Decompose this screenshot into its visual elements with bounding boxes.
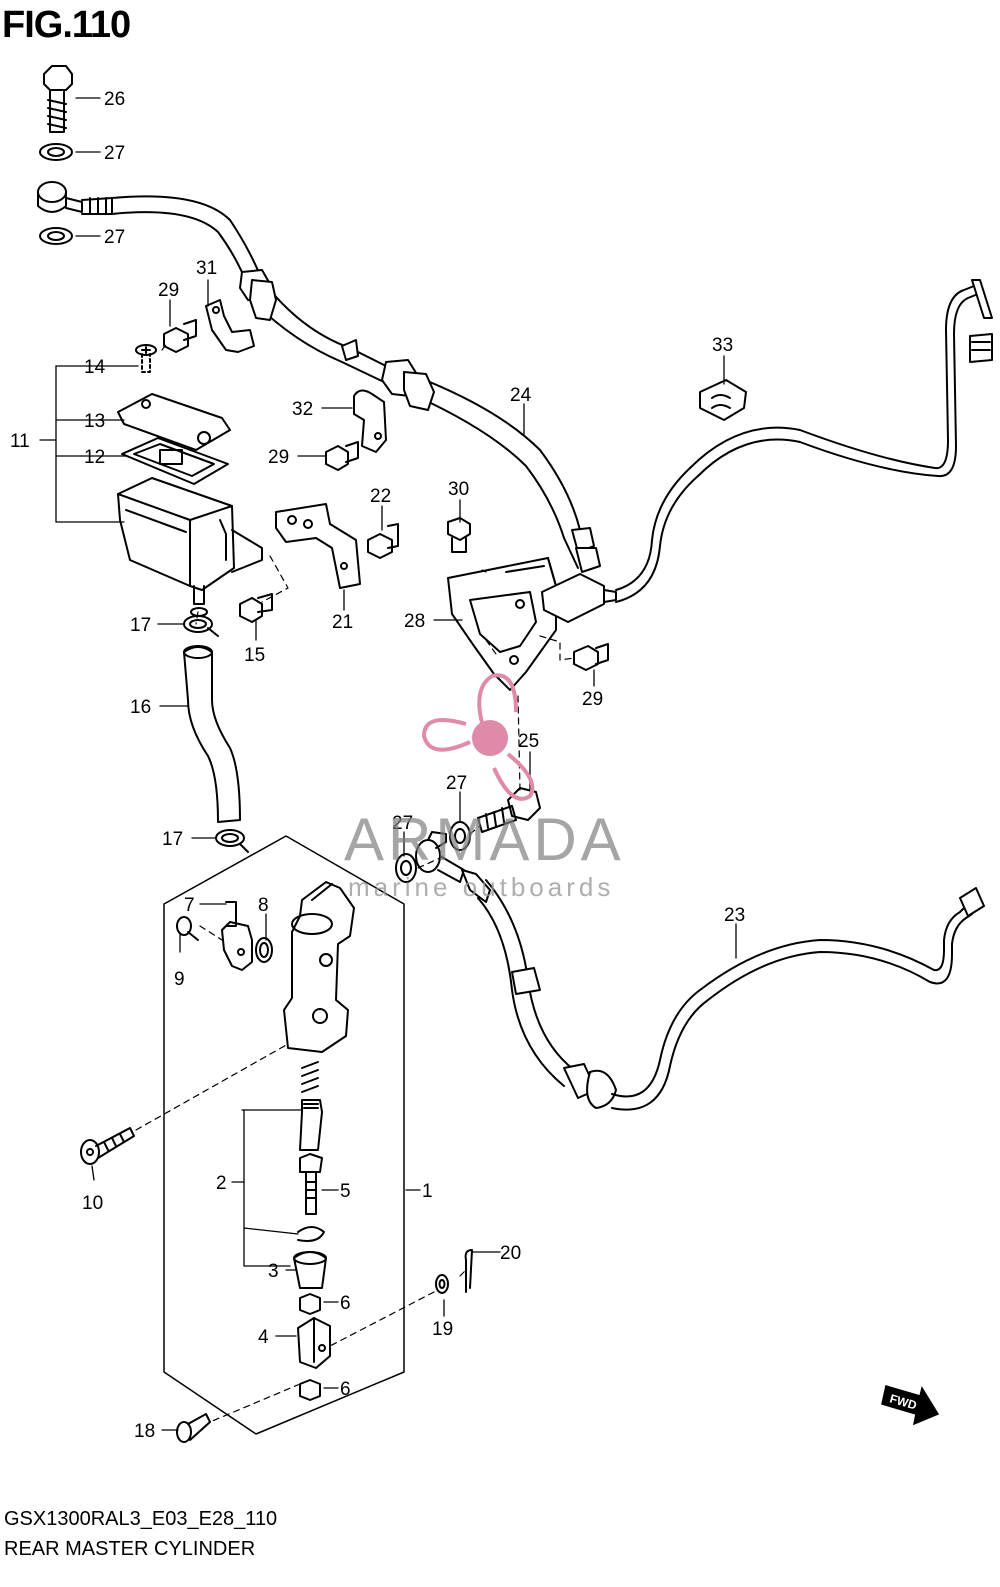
fig-title: FIG.110	[2, 4, 131, 46]
watermark-tagline: marine outboards	[348, 872, 614, 902]
part-33-pipe-clamp	[699, 379, 747, 421]
callout-26: 26	[104, 89, 125, 110]
part-29-bolt-a	[163, 319, 197, 353]
callout-10: 10	[82, 1193, 103, 1214]
callout-29-a: 29	[158, 280, 179, 301]
callout-13: 13	[84, 411, 105, 432]
part-18-clevis-pin	[176, 1413, 211, 1443]
callout-20: 20	[500, 1243, 521, 1264]
callout-5: 5	[340, 1181, 351, 1202]
part-9-screw	[176, 916, 199, 941]
callout-19: 19	[432, 1319, 453, 1340]
callout-14: 14	[84, 357, 106, 378]
part-21-bracket	[275, 503, 361, 589]
assembly-lines	[135, 341, 575, 1423]
master-cylinder-outline	[163, 835, 405, 1435]
part-22-bolt	[367, 523, 399, 559]
part-5-push-rod	[299, 1153, 323, 1215]
part-28-bracket	[447, 557, 557, 691]
leader-lines	[39, 97, 737, 1431]
part-6-nut-upper	[299, 1293, 321, 1315]
part-2-circlip	[297, 1226, 325, 1242]
callout-16: 16	[130, 697, 151, 718]
part-10-bolt	[80, 1127, 135, 1165]
callout-2: 2	[216, 1173, 227, 1194]
propeller-logo-icon	[421, 673, 535, 801]
callout-21: 21	[332, 612, 353, 633]
callout-15: 15	[244, 645, 265, 666]
banjo-fitting-top	[37, 181, 113, 215]
part-27-washer-d	[395, 853, 417, 883]
pipe-joint-block	[541, 573, 617, 623]
part-16-reservoir-hose	[183, 645, 241, 823]
callout-8: 8	[258, 895, 269, 916]
part-29-bolt-b	[325, 441, 359, 471]
callout-22: 22	[370, 486, 391, 507]
master-cylinder-body	[283, 881, 355, 1053]
callout-6-b: 6	[340, 1379, 351, 1400]
callout-29-b: 29	[268, 447, 289, 468]
part-19-washer	[435, 1274, 449, 1294]
part-23-brake-hose	[461, 869, 617, 1109]
diagram-subtitle: REAR MASTER CYLINDER	[4, 1538, 256, 1560]
callout-6-a: 6	[340, 1293, 351, 1314]
callout-27-c: 27	[446, 773, 467, 794]
part-29-bolt-c	[573, 643, 609, 671]
brake-pipe-lower	[611, 887, 985, 1111]
callout-27-b: 27	[104, 227, 125, 248]
model-code: GSX1300RAL3_E03_E28_110	[4, 1508, 278, 1530]
banjo-fitting-lower	[415, 831, 465, 883]
armada-watermark: ARMADA marine outboards	[344, 673, 625, 902]
part-17-clip-lower	[215, 829, 249, 853]
callout-33: 33	[712, 335, 733, 356]
part-3-boot	[293, 1251, 327, 1289]
part-6-nut-lower	[299, 1379, 321, 1401]
callout-27-a: 27	[104, 143, 125, 164]
part-27-washer-top	[39, 143, 73, 161]
watermark-name: ARMADA	[344, 806, 625, 873]
callout-25: 25	[518, 731, 539, 752]
part-8-o-ring	[255, 937, 273, 963]
part-2-piston-assembly	[299, 1061, 323, 1151]
part-7-fitting	[221, 901, 253, 971]
callout-28: 28	[404, 611, 425, 632]
brake-pipe-upper	[615, 279, 993, 603]
part-13-reservoir-cap	[117, 393, 231, 451]
part-4-clevis	[297, 1317, 331, 1369]
callout-3: 3	[268, 1261, 279, 1282]
callout-32: 32	[292, 399, 313, 420]
callout-9: 9	[174, 969, 185, 990]
callout-4: 4	[258, 1327, 269, 1348]
part-24-brake-hose	[111, 195, 601, 573]
callout-24: 24	[510, 385, 532, 406]
callout-1: 1	[422, 1181, 433, 1202]
part-27-washer-c	[449, 821, 471, 851]
fwd-direction-badge: FWD	[881, 1385, 940, 1426]
callout-12: 12	[84, 447, 105, 468]
part-11-reservoir-body	[117, 477, 263, 617]
part-15-bolt	[239, 593, 273, 623]
part-17-clip-upper	[183, 615, 219, 637]
callout-7: 7	[184, 895, 195, 916]
callout-27-d: 27	[392, 813, 413, 834]
part-14-screw	[135, 344, 157, 373]
callout-18: 18	[134, 1421, 155, 1442]
part-20-cotter-pin	[464, 1249, 473, 1293]
part-27-washer-lower	[39, 227, 73, 245]
part-30-bolt	[447, 517, 471, 553]
part-31-hose-clamp	[205, 299, 255, 353]
part-26-union-bolt	[43, 65, 73, 133]
callout-labels: 26 27 27 31 29 14 13 11 12 32 29 24 33 2…	[10, 89, 745, 1442]
callout-17-a: 17	[130, 615, 151, 636]
part-12-diaphragm	[121, 437, 229, 485]
callout-11: 11	[10, 431, 30, 452]
part-32-hose-clamp	[353, 389, 387, 453]
callout-29-c: 29	[582, 689, 603, 710]
callout-17-b: 17	[162, 829, 183, 850]
callout-30: 30	[448, 479, 469, 500]
callout-31: 31	[196, 258, 217, 279]
callout-23: 23	[724, 905, 745, 926]
